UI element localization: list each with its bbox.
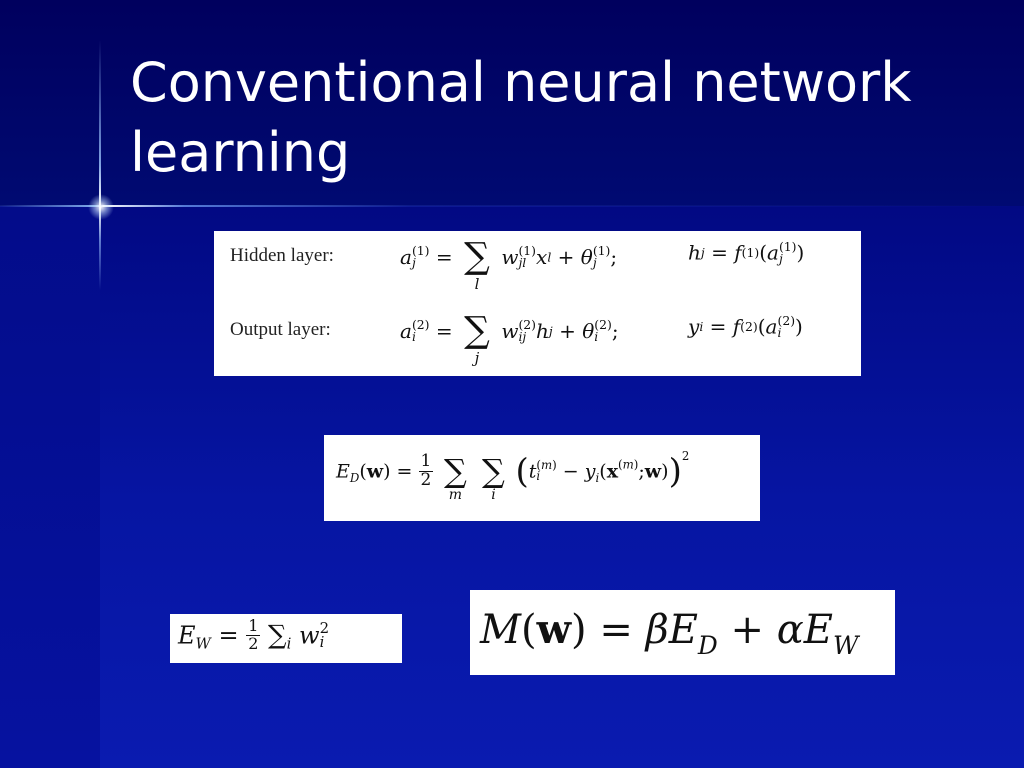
title-line-1: Conventional neural network	[130, 51, 912, 114]
output-activation-formula: yi = f(2)(a(2)i)	[688, 312, 803, 340]
objective-formula: M(w) = βED + αEW	[480, 606, 859, 661]
sum-symbol: ∑	[464, 236, 490, 277]
hidden-layer-label: Hidden layer:	[230, 245, 334, 266]
left-band	[0, 206, 100, 768]
title-line-2: learning	[130, 121, 351, 184]
objective-equation-box: M(w) = βED + αEW	[470, 590, 895, 675]
decorative-horizontal-line	[0, 205, 1024, 207]
sum-symbol: ∑	[464, 310, 490, 351]
sum-symbol: ∑	[482, 452, 505, 491]
slide-title: Conventional neural network learning	[130, 48, 990, 188]
output-layer-label: Output layer:	[230, 319, 331, 340]
sparkle-icon	[88, 194, 114, 220]
sum-symbol: ∑	[268, 620, 287, 651]
sum-symbol: ∑	[443, 452, 467, 491]
hidden-activation-formula: hj = f(1)(a(1)j)	[688, 238, 805, 266]
title-band	[0, 0, 1024, 206]
decorative-vertical-line	[99, 40, 101, 290]
